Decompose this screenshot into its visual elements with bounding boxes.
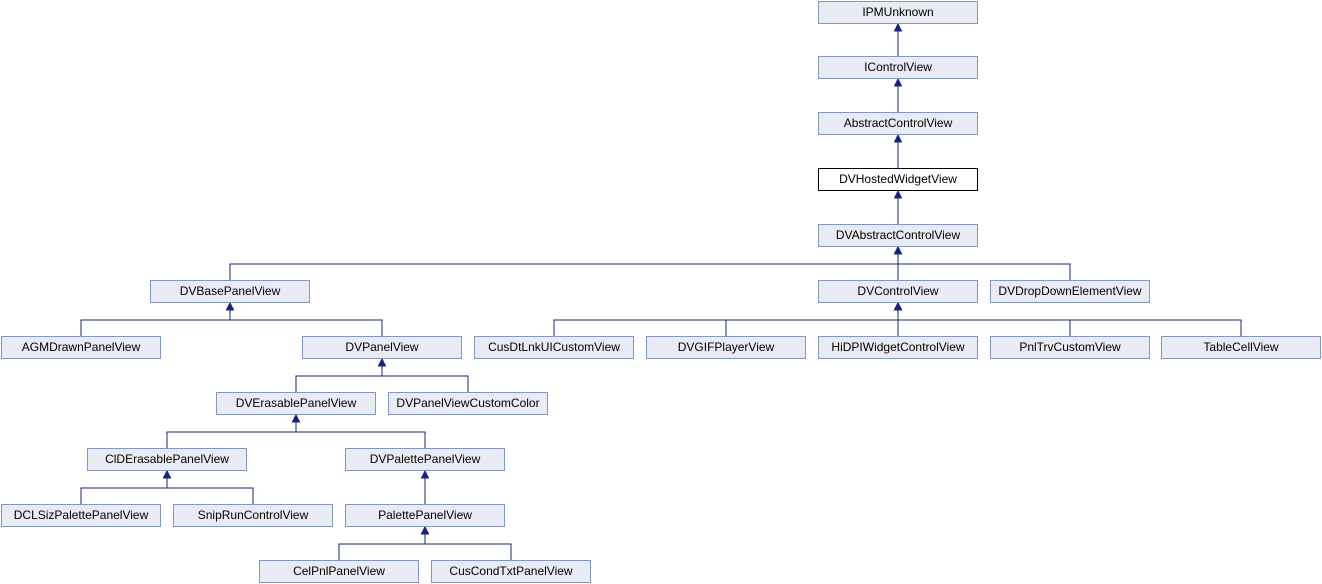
node-hidpiwidgetcontrolview[interactable]: HiDPIWidgetControlView: [818, 336, 978, 359]
arrowhead-dvcontrolview: [893, 301, 903, 311]
arrowhead-dverasablepanelview: [291, 413, 301, 423]
node-dvpanelviewcustomcolor[interactable]: DVPanelViewCustomColor: [388, 392, 548, 415]
node-tablecellview[interactable]: TableCellView: [1161, 336, 1321, 359]
edge-agmdrawnpanelview-to-dvbasepanelview: [80, 309, 231, 336]
edge-dvgifplayerview-to-dvcontrolview: [725, 309, 899, 336]
node-icontrolview[interactable]: IControlView: [818, 56, 978, 79]
arrowhead-cluerasablepanelview: [162, 469, 172, 479]
arrowhead-dvabstractcontrolview: [893, 245, 903, 255]
edge-dvdropdownelementview-to-dvabstractcontrolview: [897, 253, 1071, 280]
node-abstractcontrolview[interactable]: AbstractControlView: [818, 112, 978, 135]
edge-dvbasepanelview-to-dvabstractcontrolview: [229, 253, 899, 280]
edge-dvpanelviewcustomcolor-to-dvpanelview: [381, 365, 469, 392]
node-sniprunccontrolview[interactable]: SnipRunControlView: [173, 504, 333, 527]
edge-dvpalettepanelview-to-dverasablepanelview: [295, 421, 426, 448]
node-dverasablepanelview[interactable]: DVErasablePanelView: [216, 392, 376, 415]
edge-dclsizpalettepanelview-to-cluerasablepanelview: [80, 477, 168, 504]
node-dvpalettepanelview[interactable]: DVPalettePanelView: [345, 448, 505, 471]
edge-dverasablepanelview-to-dvpanelview: [295, 365, 383, 392]
node-celpnlpanelview[interactable]: CelPnlPanelView: [259, 560, 419, 583]
node-dvbasepanelview[interactable]: DVBasePanelView: [150, 280, 310, 303]
edge-celpnlpanelview-to-palettepanelview: [338, 533, 426, 560]
node-palettepanelview[interactable]: PalettePanelView: [345, 504, 505, 527]
node-dvpanelview[interactable]: DVPanelView: [302, 336, 462, 359]
node-dvgifplayerview[interactable]: DVGIFPlayerView: [646, 336, 806, 359]
arrowhead-dvpanelview: [377, 357, 387, 367]
edge-cuscondtxtpanelview-to-palettepanelview: [424, 533, 512, 560]
arrowhead-ipmunknown: [893, 22, 903, 32]
node-dvabstractcontrolview[interactable]: DVAbstractControlView: [818, 224, 978, 247]
arrowhead-palettepanelview: [420, 525, 430, 535]
node-dvcontrolview[interactable]: DVControlView: [818, 280, 978, 303]
edge-tablecellview-to-dvcontrolview: [897, 309, 1242, 336]
node-pnltrvcustomview[interactable]: PnlTrvCustomView: [990, 336, 1150, 359]
arrowhead-abstractcontrolview: [893, 133, 903, 143]
node-agmdrawnpanelview[interactable]: AGMDrawnPanelView: [1, 336, 161, 359]
node-cuscondtxtpanelview[interactable]: CusCondTxtPanelView: [431, 560, 591, 583]
edge-dvpanelview-to-dvbasepanelview: [229, 309, 383, 336]
arrowhead-dvpalettepanelview: [420, 469, 430, 479]
node-cluerasablepanelview[interactable]: ClDErasablePanelView: [87, 448, 247, 471]
edge-sniprunccontrolview-to-cluerasablepanelview: [166, 477, 254, 504]
arrowhead-dvhostedwidgetview: [893, 189, 903, 199]
arrowhead-icontrolview: [893, 77, 903, 87]
arrowhead-dvbasepanelview: [225, 301, 235, 311]
node-ipmunknown[interactable]: IPMUnknown: [818, 1, 978, 24]
node-cusdtlnkuicustomview[interactable]: CusDtLnkUICustomView: [474, 336, 634, 359]
edge-pnltrvcustomview-to-dvcontrolview: [897, 309, 1071, 336]
node-dvhostedwidgetview: DVHostedWidgetView: [818, 168, 978, 191]
node-dclsizpalettepanelview[interactable]: DCLSizPalettePanelView: [1, 504, 161, 527]
node-dvdropdownelementview[interactable]: DVDropDownElementView: [990, 280, 1150, 303]
edge-cluerasablepanelview-to-dverasablepanelview: [166, 421, 297, 448]
